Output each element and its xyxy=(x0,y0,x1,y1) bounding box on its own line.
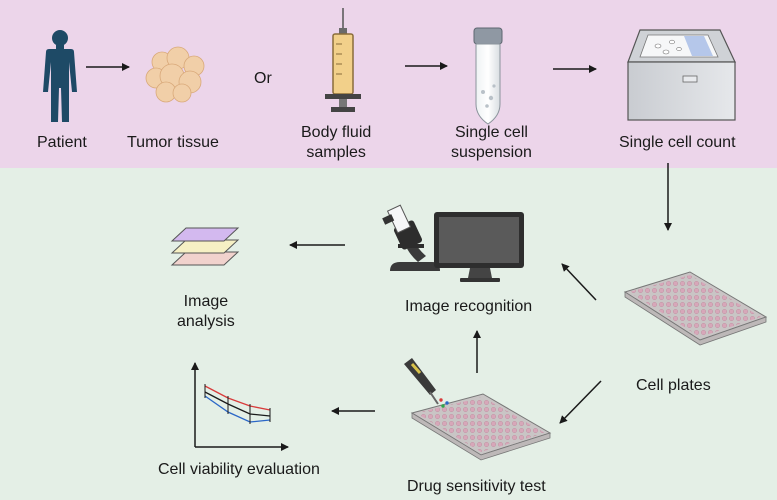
arrow-plates-to-drug-test xyxy=(559,380,602,424)
cell-counter-icon xyxy=(627,29,736,121)
label-drug-sensitivity-test: Drug sensitivity test xyxy=(407,478,546,495)
drug-plate-icon xyxy=(410,393,552,461)
label-single-cell-suspension: Single cell suspension xyxy=(451,123,532,163)
label-cell-viability-evaluation: Cell viability evaluation xyxy=(158,461,320,478)
label-image-analysis-line1: Image xyxy=(183,293,229,310)
cell-plate-icon xyxy=(623,271,768,346)
label-single-cell-line1: Single cell xyxy=(455,124,528,141)
image-layers-icon xyxy=(170,227,240,266)
label-image-analysis-line2: analysis xyxy=(177,313,235,330)
monitor-icon xyxy=(434,212,524,282)
label-image-analysis: Image analysis xyxy=(177,292,235,332)
label-or: Or xyxy=(254,70,272,87)
label-cell-plates: Cell plates xyxy=(636,377,711,394)
viability-chart-icon xyxy=(191,362,289,451)
label-body-fluid-line2: samples xyxy=(306,144,366,161)
microscope-icon xyxy=(382,204,440,271)
label-single-cell-line2: suspension xyxy=(451,144,532,161)
patient-silhouette-icon xyxy=(43,30,77,122)
tumor-tissue-icon xyxy=(145,46,205,103)
label-body-fluid: Body fluid samples xyxy=(301,123,371,163)
centrifuge-tube-icon xyxy=(473,27,503,125)
label-image-recognition: Image recognition xyxy=(405,298,533,315)
arrow-plates-to-recognition xyxy=(561,263,597,301)
syringe-icon xyxy=(325,8,361,112)
pipette-icon xyxy=(404,358,449,408)
label-single-cell-count: Single cell count xyxy=(619,134,736,151)
label-tumor-tissue: Tumor tissue xyxy=(127,134,219,151)
label-body-fluid-line1: Body fluid xyxy=(301,124,372,141)
label-patient: Patient xyxy=(37,134,87,151)
bottom-band xyxy=(0,168,777,500)
